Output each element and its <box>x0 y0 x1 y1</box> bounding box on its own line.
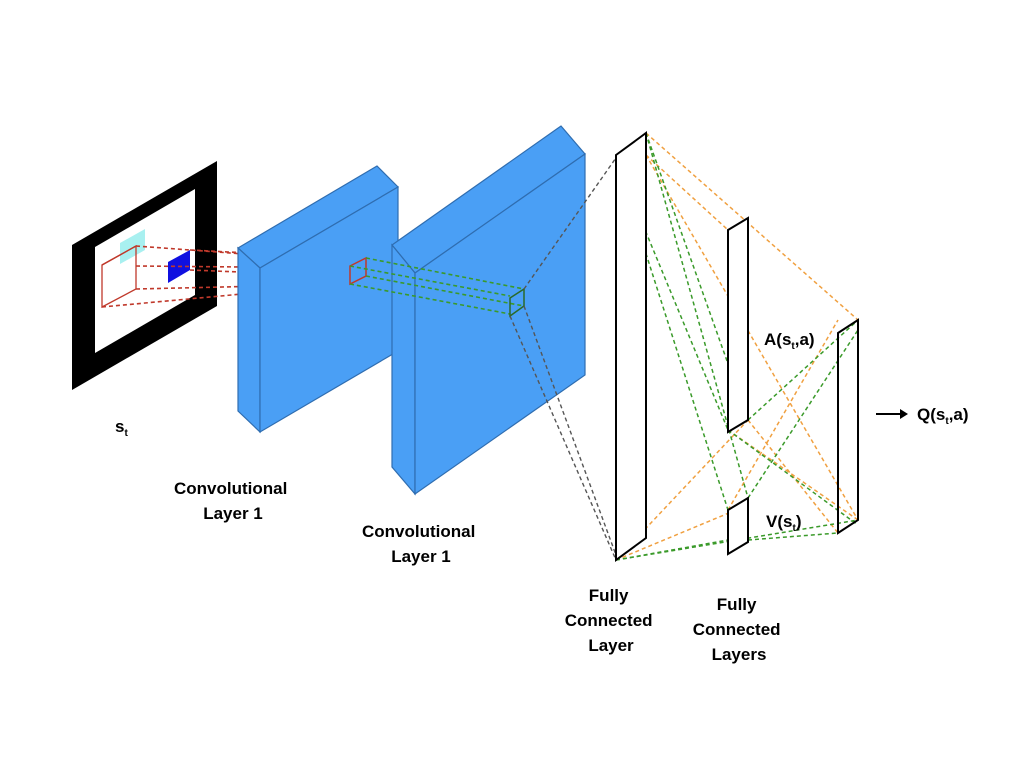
green-conv-lines <box>349 257 525 315</box>
value-label: V(st) <box>766 512 801 534</box>
advantage-stream-layer <box>727 216 749 434</box>
fc2-label: Fully Connected Layers <box>693 595 786 664</box>
arrow-head-icon <box>900 409 908 419</box>
conv2-label: Convolutional Layer 1 <box>362 522 480 566</box>
conv1-label: Convolutional Layer 1 <box>174 479 292 523</box>
output-arrow: → <box>876 399 908 419</box>
q-value-label: Q(st,a) <box>917 405 969 427</box>
orange-lines <box>615 132 859 561</box>
input-frame-inner <box>95 189 195 353</box>
fc1-label: Fully Connected Layer <box>565 586 658 655</box>
advantage-label: A(st,a) <box>764 330 815 352</box>
fc-layer-1 <box>615 131 647 562</box>
conv2-front <box>414 152 586 496</box>
gray-projection-lines <box>509 154 619 561</box>
q-output-layer <box>837 318 859 535</box>
cyan-patch <box>120 229 145 264</box>
input-state-label: st <box>115 417 128 439</box>
input-frame <box>72 161 217 390</box>
value-stream-layer <box>727 496 749 556</box>
conv1-left <box>237 246 261 434</box>
conv-layer-2-block <box>391 125 586 496</box>
output-arrow-glyph: → <box>876 399 893 418</box>
conv-layer-1-block <box>236 165 399 434</box>
